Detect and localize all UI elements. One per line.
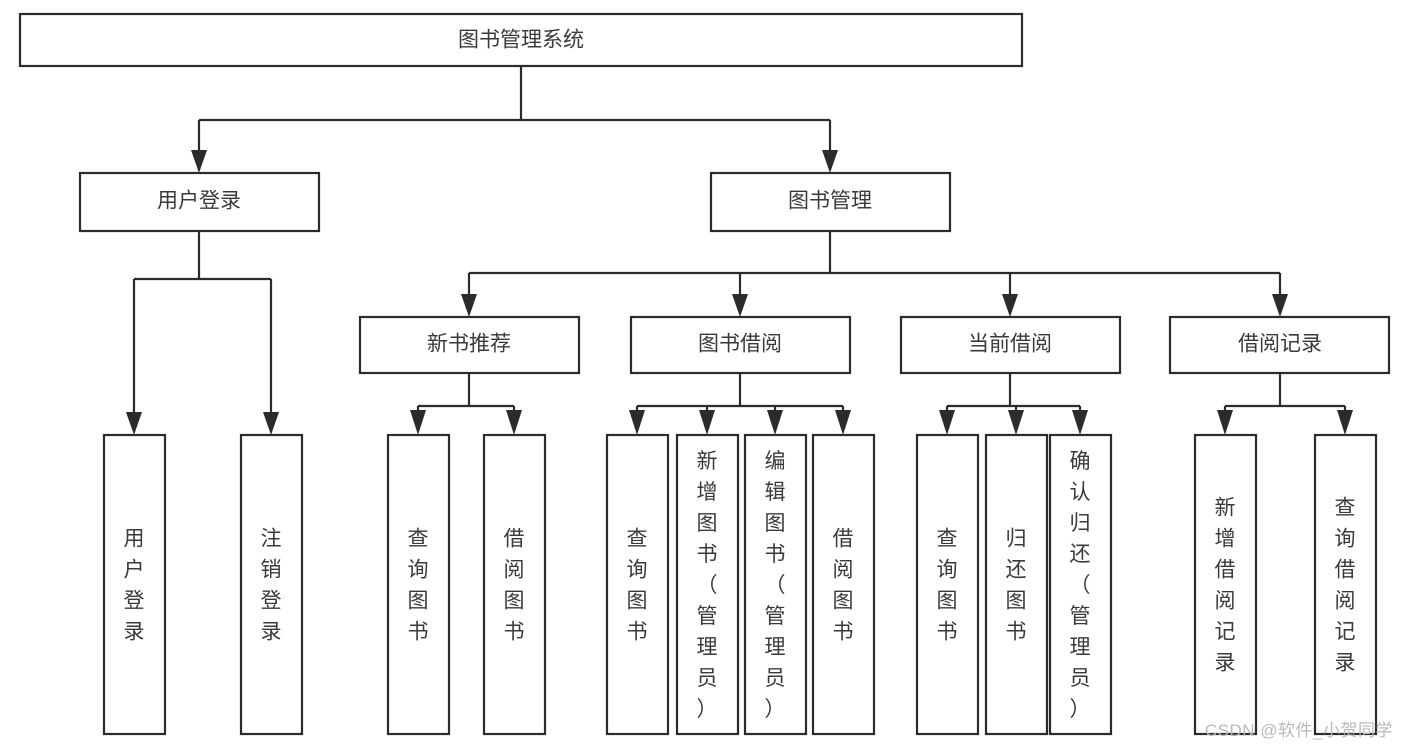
node-borrow-record[interactable]: 借阅记录: [1168, 315, 1391, 375]
connectors: [126, 66, 1353, 435]
node-leaf-borrow-book-2[interactable]: 借阅图书: [811, 433, 876, 736]
node-new-book-recommend-box[interactable]: [358, 315, 581, 375]
node-leaf-query-book-2[interactable]: 查询图书: [605, 433, 670, 736]
arrowhead-leaf-logout: [263, 412, 279, 435]
leaf-nodes: 用户登录 注销登录 查询图书 借阅图书 查询图书 新: [102, 433, 1378, 736]
node-leaf-user-login[interactable]: 用户登录: [102, 433, 167, 736]
node-current-borrow-label: 当前借阅: [968, 333, 1052, 356]
node-leaf-borrow-book-2-label: 借阅图书: [833, 527, 854, 643]
node-borrow-record-box[interactable]: [1168, 315, 1391, 375]
node-leaf-add-record[interactable]: 新增借阅记录: [1193, 433, 1258, 736]
node-leaf-return-book[interactable]: 归还图书: [984, 433, 1049, 736]
arrowhead-new-book-recommend: [461, 294, 477, 317]
arrowhead-book-manage: [822, 150, 838, 173]
node-current-borrow-box[interactable]: [899, 315, 1122, 375]
arrowhead-leaf-query-book-2: [629, 410, 645, 435]
node-leaf-add-record-label: 新增借阅记录: [1215, 496, 1236, 674]
node-leaf-borrow-book-1[interactable]: 借阅图书: [482, 433, 547, 736]
node-book-manage-label: 图书管理: [788, 190, 872, 213]
node-leaf-user-login-label: 用户登录: [124, 527, 145, 643]
node-new-book-recommend[interactable]: 新书推荐: [358, 315, 581, 375]
node-root-label: 图书管理系统: [458, 29, 584, 52]
node-leaf-query-record[interactable]: 查询借阅记录: [1313, 433, 1378, 736]
node-leaf-user-login-box[interactable]: [102, 433, 167, 736]
node-book-borrow[interactable]: 图书借阅: [629, 315, 852, 375]
node-book-borrow-label: 图书借阅: [698, 333, 782, 356]
node-leaf-logout-label: 注销登录: [261, 527, 282, 643]
node-leaf-query-book-2-box[interactable]: [605, 433, 670, 736]
node-leaf-query-book-1-label: 查询图书: [408, 527, 429, 643]
node-leaf-add-book-box[interactable]: [675, 433, 740, 736]
node-book-manage[interactable]: 图书管理: [709, 171, 952, 233]
arrowhead-leaf-edit-book: [767, 410, 783, 435]
node-leaf-confirm-return-box[interactable]: [1048, 433, 1113, 736]
node-leaf-query-book-1-box[interactable]: [386, 433, 451, 736]
node-leaf-add-book[interactable]: 新增图书（管理员）: [675, 433, 740, 736]
arrowhead-leaf-query-book-1: [410, 410, 426, 435]
arrowhead-borrow-record: [1272, 294, 1288, 317]
arrowhead-leaf-query-record: [1337, 410, 1353, 435]
node-leaf-return-book-box[interactable]: [984, 433, 1049, 736]
node-borrow-record-label: 借阅记录: [1238, 333, 1322, 356]
arrowhead-book-borrow: [732, 294, 748, 317]
arrowhead-leaf-borrow-book-2: [835, 410, 851, 435]
node-leaf-borrow-book-1-label: 借阅图书: [504, 527, 525, 643]
node-leaf-query-book-1[interactable]: 查询图书: [386, 433, 451, 736]
node-root-box[interactable]: [18, 12, 1024, 68]
node-book-borrow-box[interactable]: [629, 315, 852, 375]
arrowhead-leaf-user-login: [126, 412, 142, 435]
node-leaf-confirm-return-label: 确认归还（管理员）: [1070, 450, 1091, 721]
node-leaf-logout[interactable]: 注销登录: [239, 433, 304, 736]
node-leaf-logout-box[interactable]: [239, 433, 304, 736]
node-book-manage-box[interactable]: [709, 171, 952, 233]
node-leaf-edit-book[interactable]: 编辑图书（管理员）: [743, 433, 808, 736]
node-leaf-query-record-label: 查询借阅记录: [1335, 496, 1356, 674]
arrowhead-current-borrow: [1002, 294, 1018, 317]
node-leaf-return-book-label: 归还图书: [1006, 527, 1027, 643]
node-user-login[interactable]: 用户登录: [78, 171, 321, 233]
node-leaf-edit-book-label: 编辑图书（管理员）: [765, 450, 786, 721]
node-leaf-query-book-3-label: 查询图书: [937, 527, 958, 643]
node-leaf-edit-book-box[interactable]: [743, 433, 808, 736]
node-leaf-add-record-box[interactable]: [1193, 433, 1258, 736]
node-leaf-query-book-3-box[interactable]: [915, 433, 980, 736]
arrowhead-leaf-borrow-book-1: [506, 410, 522, 435]
arrowhead-leaf-confirm-return: [1072, 410, 1088, 435]
node-leaf-query-book-2-label: 查询图书: [627, 527, 648, 643]
node-leaf-add-book-label: 新增图书（管理员）: [697, 450, 718, 721]
arrowhead-user-login: [191, 150, 207, 173]
node-current-borrow[interactable]: 当前借阅: [899, 315, 1122, 375]
arrowhead-leaf-add-record: [1217, 410, 1233, 435]
node-leaf-query-book-3[interactable]: 查询图书: [915, 433, 980, 736]
node-new-book-recommend-label: 新书推荐: [427, 333, 511, 356]
node-user-login-box[interactable]: [78, 171, 321, 233]
node-leaf-borrow-book-2-box[interactable]: [811, 433, 876, 736]
node-leaf-borrow-book-1-box[interactable]: [482, 433, 547, 736]
arrowhead-leaf-return-book: [1008, 410, 1024, 435]
arrowhead-leaf-query-book-3: [939, 410, 955, 435]
node-leaf-query-record-box[interactable]: [1313, 433, 1378, 736]
node-user-login-label: 用户登录: [157, 190, 241, 213]
arrowhead-leaf-add-book: [699, 410, 715, 435]
node-root[interactable]: 图书管理系统: [18, 12, 1024, 68]
node-leaf-confirm-return[interactable]: 确认归还（管理员）: [1048, 433, 1113, 736]
